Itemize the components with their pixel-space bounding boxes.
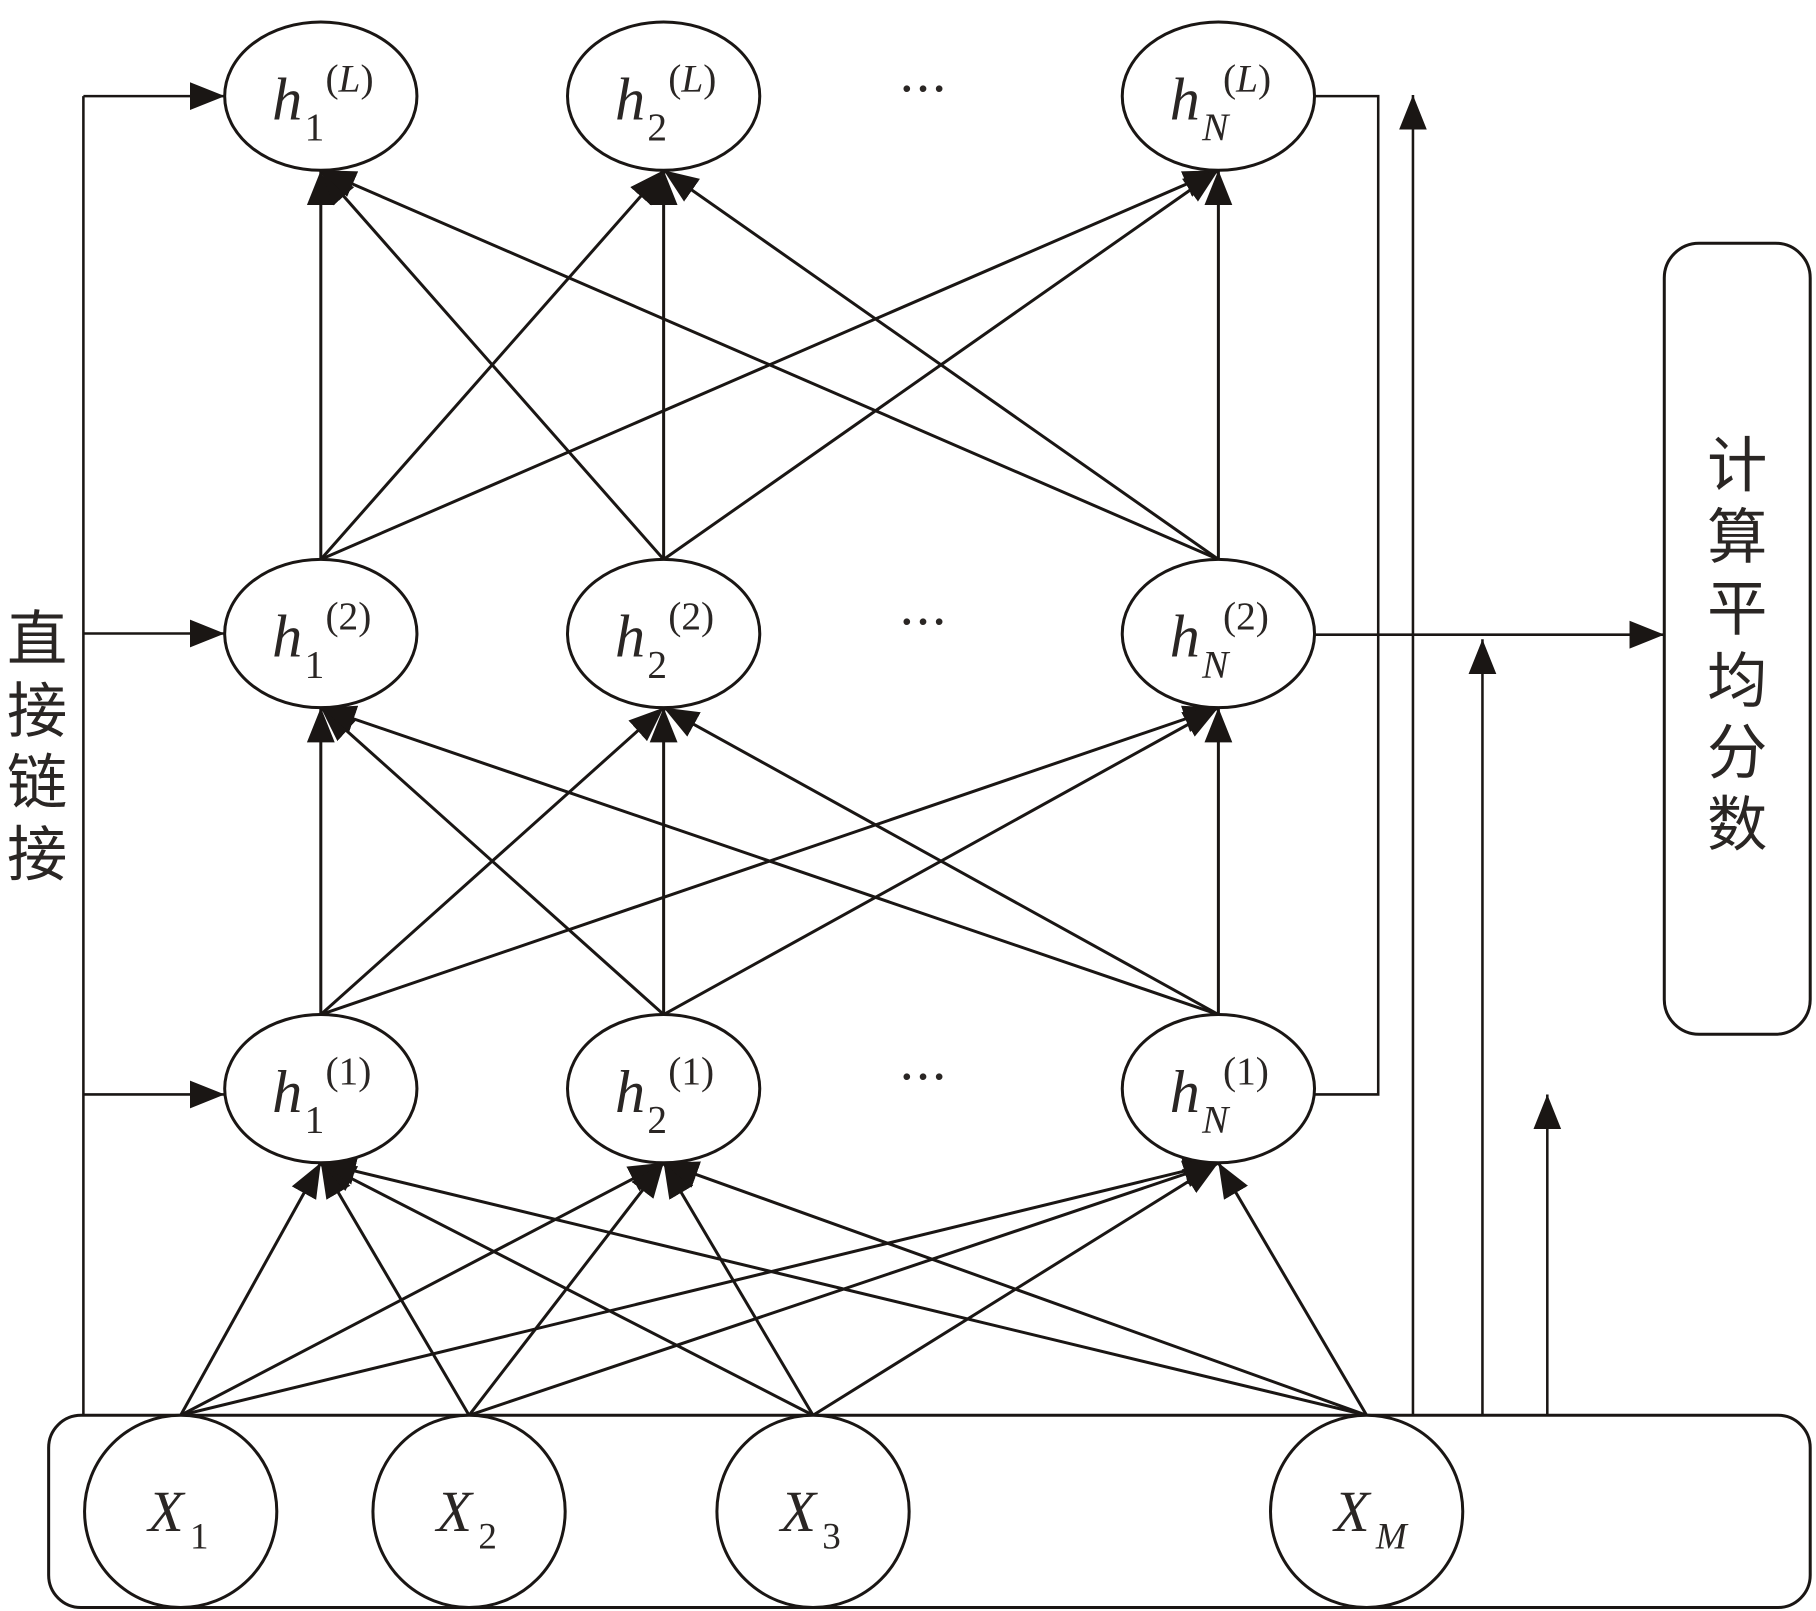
node-symbol: h [615,604,645,671]
node-symbol: h [1170,1059,1200,1126]
input-subscript: M [1375,1516,1409,1557]
edge-h2-1-to-hL-0 [319,169,665,561]
node-subscript: 2 [647,105,667,149]
edge-input-3-to-h1-1 [663,1161,1368,1417]
node-subscript: N [1201,643,1231,687]
input-symbol: X [1332,1479,1372,1544]
input-subscript: 3 [822,1516,841,1557]
edge-input-3-to-h1-0 [320,1157,1367,1417]
edge-h1-2-to-h2-0 [320,705,1219,1016]
node-subscript: 1 [305,1098,325,1142]
node-subscript: 2 [647,643,667,687]
label-char: 算 [1707,503,1767,573]
edge-input-2-to-h1-0 [320,1161,814,1417]
node-superscript: (1) [668,1049,714,1093]
input-symbol: X [435,1479,475,1544]
label-char: 数 [1707,790,1767,860]
node-subscript: N [1201,1098,1231,1142]
label-char: 计 [1707,431,1767,501]
edge-h1-1-to-h2-0 [319,706,665,1016]
node-superscript: (2) [325,594,371,638]
node-superscript: (1) [325,1049,371,1093]
node-superscript: (L) [668,56,716,100]
edge-input-0-to-h1-2 [180,1157,1219,1417]
edge-h2-2-to-hL-1 [662,169,1220,561]
node-symbol: h [272,604,302,671]
node-superscript: (L) [1223,56,1271,100]
node-symbol: h [272,1059,302,1126]
input-subscript: 2 [478,1516,497,1557]
node-superscript: (2) [1223,594,1269,638]
input-layer-box [47,1413,1812,1610]
input-symbol: X [146,1479,186,1544]
node-superscript: (2) [668,594,714,638]
label-char: 链 [7,749,67,819]
edge-h2-2-to-hL-0 [320,168,1219,561]
node-symbol: h [615,1059,645,1126]
edge-input-2-to-h1-1 [662,1162,815,1417]
edge-input-3-to-h1-2 [1217,1162,1368,1417]
node-subscript: 1 [305,105,325,149]
ellipsis-layer-1: ··· [899,1048,948,1107]
node-symbol: h [1170,66,1200,133]
ellipsis-layer-L: ··· [899,61,948,120]
node-subscript: 1 [305,643,325,687]
label-char: 直 [7,605,67,675]
label-char: 分 [1707,719,1767,789]
input-symbol: X [779,1479,819,1544]
label-char: 均 [1707,647,1767,717]
node-symbol: h [272,66,302,133]
label-char: 接 [7,821,67,891]
node-symbol: h [1170,604,1200,671]
node-superscript: (L) [325,56,373,100]
node-subscript: 2 [647,1098,667,1142]
edge-input-0-to-h1-1 [179,1161,665,1417]
average-score-box [1662,241,1812,1036]
wires-group [82,82,1665,1416]
node-symbol: h [615,66,645,133]
edge-h1-2-to-h2-1 [662,706,1220,1016]
node-superscript: (1) [1223,1049,1269,1093]
output-bracket [1314,94,1380,1096]
edge-input-1-to-h1-0 [319,1162,471,1417]
edges-group [179,168,1368,1417]
edge-input-0-to-h1-0 [179,1162,323,1417]
label-char: 接 [7,677,67,747]
input-subscript: 1 [190,1516,209,1557]
ellipsis-layer-2: ··· [899,593,948,652]
node-subscript: N [1201,105,1231,149]
label-char: 平 [1707,575,1767,645]
